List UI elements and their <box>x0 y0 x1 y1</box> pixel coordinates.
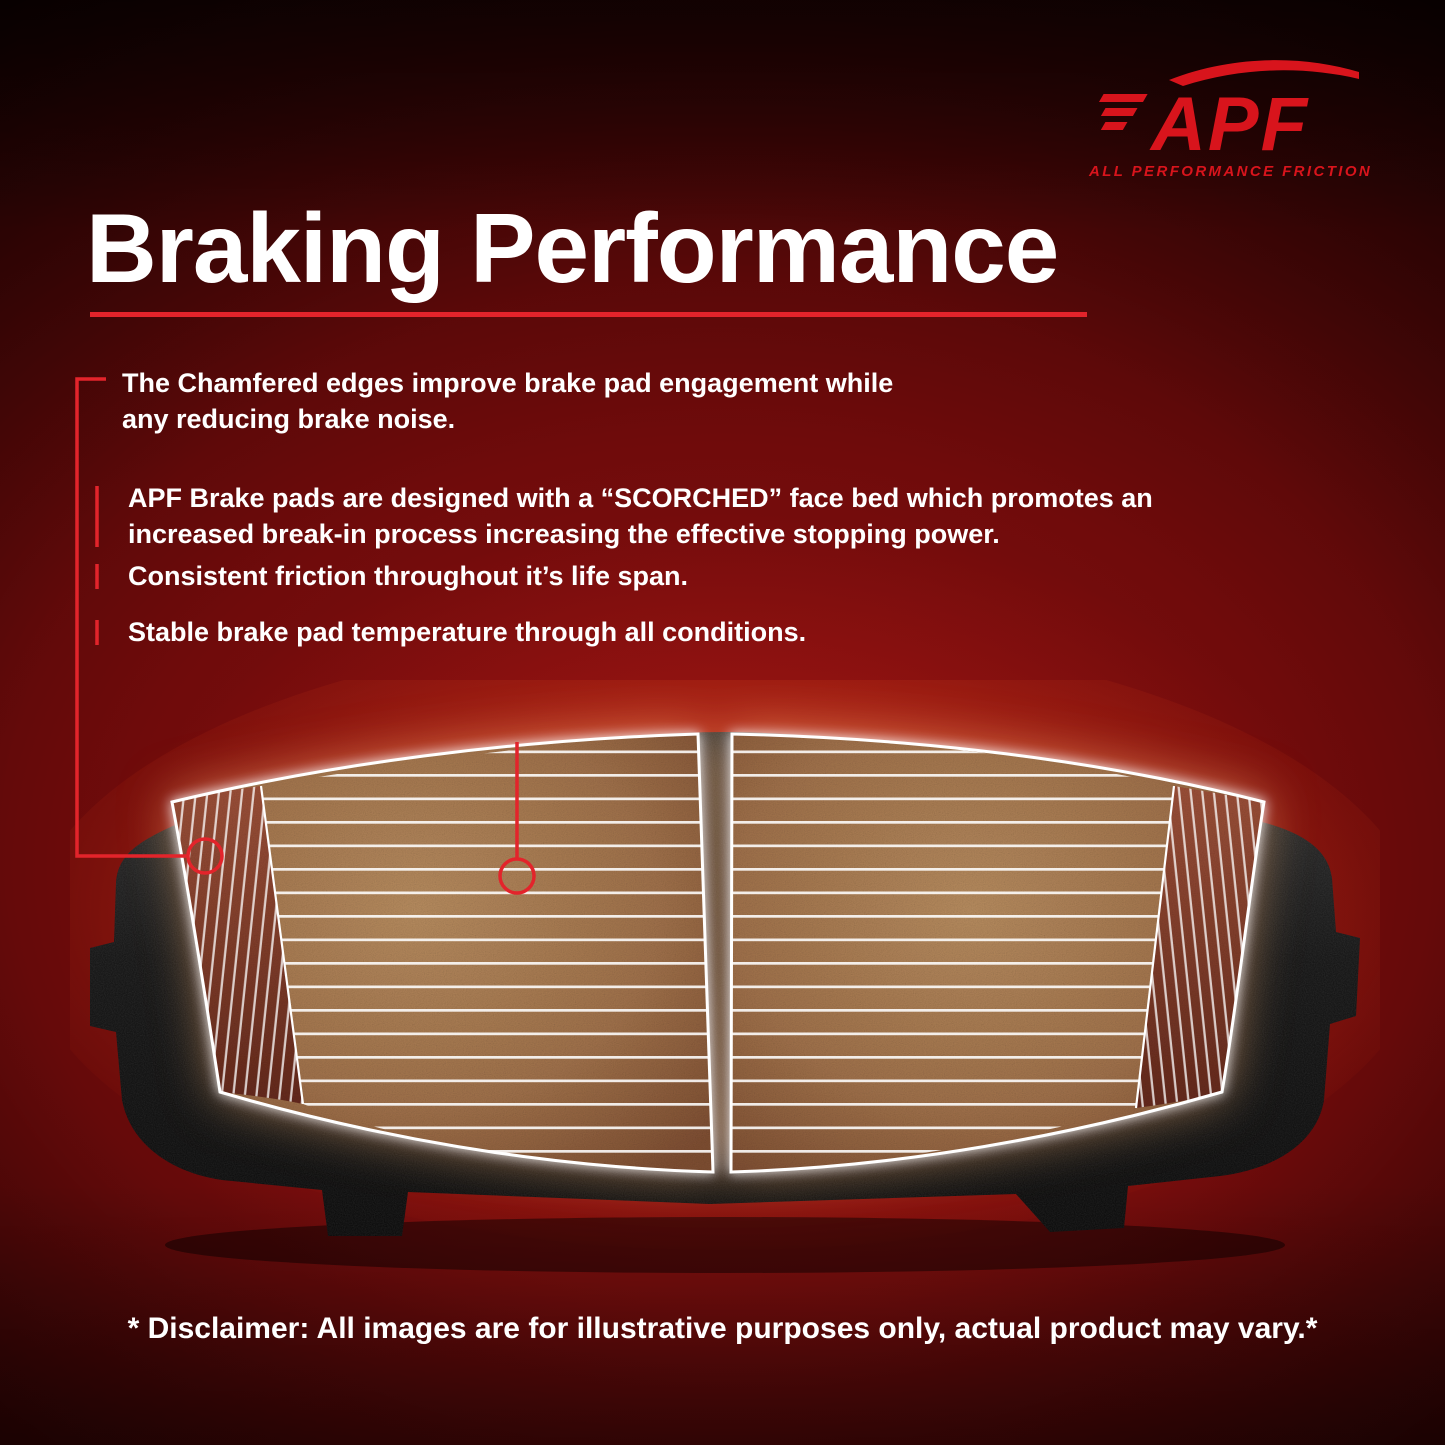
brake-pad-illustration <box>70 680 1380 1273</box>
logo-brand-text: APF <box>1149 82 1310 162</box>
speed-lines-icon <box>1098 94 1148 130</box>
apf-logo-mark: APF <box>1098 60 1359 162</box>
bullet-stable-temperature: Stable brake pad temperature through all… <box>128 617 807 647</box>
apf-logo: APF ALL PERFORMANCE FRICTION <box>1089 50 1373 180</box>
title-underline <box>90 312 1087 317</box>
page-title: Braking Performance <box>86 193 1059 303</box>
bullet-scorched-face: APF Brake pads are designed with a “SCOR… <box>128 483 1153 549</box>
bullet-consistent-friction: Consistent friction throughout it’s life… <box>128 561 688 591</box>
bullet-chamfered-edges: The Chamfered edges improve brake pad en… <box>122 368 894 434</box>
disclaimer-text: * Disclaimer: All images are for illustr… <box>127 1312 1318 1345</box>
logo-tagline: ALL PERFORMANCE FRICTION <box>1089 163 1373 180</box>
